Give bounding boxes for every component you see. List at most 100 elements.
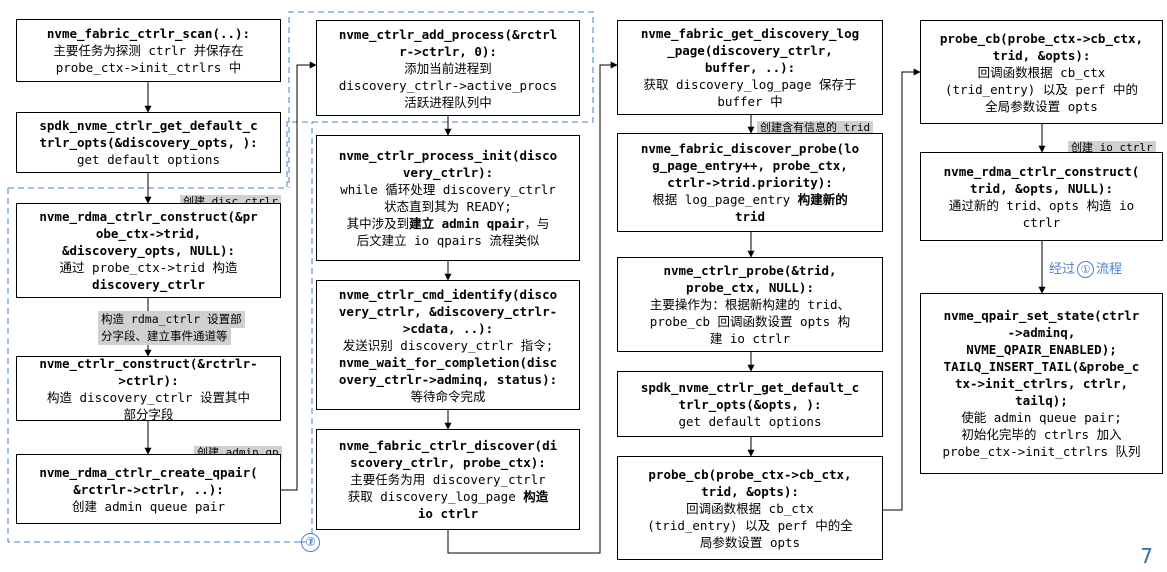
box-text: 全局参数设置 opts: [985, 98, 1098, 114]
box-text: get default options: [678, 413, 822, 429]
box-text: nvme_rdma_ctrlr_construct(: [943, 163, 1140, 179]
box-line: tx->init_ctrlrs, ctrlr,: [927, 375, 1156, 392]
box-text: while 循环处理 discovery_ctrlr: [340, 182, 556, 197]
box-line: nvme_fabric_ctrlr_scan(..):: [23, 25, 274, 42]
box-line: 添加当前进程到: [323, 60, 573, 77]
box-text: ctrlr->trid.priority):: [667, 175, 833, 190]
box-line: >ctrlr):: [23, 372, 274, 389]
box-fabric-ctrlr-scan: nvme_fabric_ctrlr_scan(..):主要任务为探测 ctrlr…: [16, 19, 281, 82]
box-text: 部分字段: [123, 406, 174, 421]
box-line: g_page_entry++, probe_ctx,: [624, 157, 876, 174]
box-line: 回调函数根据 cb_ctx: [927, 64, 1156, 81]
box-line: 部分字段: [23, 406, 274, 421]
box-line: nvme_fabric_get_discovery_log: [624, 25, 876, 42]
box-text: very_ctrlr, &discovery_ctrlr-: [338, 303, 558, 319]
box-line: 通过 probe_ctx->trid 构造: [23, 259, 274, 276]
box-ctrlr-construct: nvme_ctrlr_construct(&rctrlr->ctrlr):构造 …: [16, 356, 281, 421]
box-line: probe_cb(probe_ctx->cb_ctx,: [624, 466, 876, 483]
box-line: buffer 中: [624, 93, 876, 110]
box-line: 建 io ctrlr: [624, 330, 876, 347]
box-line: NVME_QPAIR_ENABLED);: [927, 341, 1156, 358]
box-text: >ctrlr):: [118, 372, 179, 388]
box-line: trid: [624, 208, 876, 225]
box-text: nvme_fabric_get_discovery_log: [640, 26, 860, 41]
tag-create-io-ctrlr: 创建 io_ctrlr: [1068, 141, 1156, 154]
page-number: 7: [1140, 544, 1153, 568]
box-text: 局参数设置 opts: [699, 534, 801, 550]
box-line: overy_ctrlr->adminq, status):: [323, 371, 573, 388]
box-line: 使能 admin queue pair;: [927, 409, 1156, 426]
tag-rdma-fields-line-1: 构造 rdma_ctrlr 设置部: [98, 311, 245, 328]
box-line: 主要操作为：根据新构建的 trid、: [624, 296, 876, 313]
box-probe-cb-1: probe_cb(probe_ctx->cb_ctx,trid, &opts):…: [617, 456, 883, 560]
box-line: >cdata, ..):: [323, 320, 573, 337]
box-line: ->adminq,: [927, 324, 1156, 341]
box-text: overy_ctrlr->adminq, status):: [338, 371, 558, 387]
box-line: discovery_ctrlr->active_procs: [323, 77, 573, 94]
box-text: >cdata, ..):: [402, 320, 494, 336]
box-text: spdk_nvme_ctrlr_get_default_c: [640, 379, 860, 395]
box-text: ctrlr: [1022, 214, 1061, 230]
box-text: trlr_opts(&discovery_opts, ):: [39, 135, 258, 150]
box-text: 建 io ctrlr: [709, 331, 791, 346]
box-line: (trid_entry) 以及 perf 中的: [927, 81, 1156, 98]
box-text: probe_cb 回调函数设置 opts 构: [649, 314, 851, 329]
box-line: trid, &opts, NULL):: [927, 180, 1156, 197]
box-line: probe_ctx->init_ctrlrs 中: [23, 59, 274, 76]
box-text: TAILQ_INSERT_TAIL(&probe_c: [943, 359, 1140, 374]
box-line: buffer, ..):: [624, 59, 876, 76]
box-text: probe_ctx->init_ctrlrs 队列: [942, 444, 1141, 459]
box-text: &rctrlr->ctrlr, ..):: [73, 481, 224, 497]
box-text: 根据 log_page_entry: [652, 192, 798, 207]
box-text: 主要操作为：根据新构建的 trid、: [649, 297, 851, 312]
box-line: nvme_wait_for_completion(disc: [323, 354, 573, 371]
box-text: scovery_ctrlr, probe_ctx):: [350, 455, 546, 470]
box-line: r->ctrlr, 0):: [323, 43, 573, 60]
box-line: 局参数设置 opts: [624, 534, 876, 551]
box-line: 通过新的 trid、opts 构造 io: [927, 197, 1156, 214]
box-text: 通过新的 trid、opts 构造 io: [948, 197, 1135, 213]
box-line: 创建 admin queue pair: [23, 498, 274, 515]
box-probe-cb-2: probe_cb(probe_ctx->cb_ctx,trid, &opts):…: [920, 20, 1163, 124]
box-line: get default options: [624, 413, 876, 430]
box-line: probe_ctx->init_ctrlrs 队列: [927, 443, 1156, 460]
box-line: nvme_ctrlr_process_init(disco: [323, 147, 573, 164]
box-text: buffer, ..):: [704, 60, 796, 75]
box-text: discovery_ctrlr: [92, 277, 205, 292]
box-line: nvme_fabric_discover_probe(lo: [624, 140, 876, 157]
box-text: nvme_ctrlr_construct(&rctrlr-: [39, 356, 258, 371]
box-line: ctrlr: [927, 214, 1156, 231]
box-line: ctrlr->trid.priority):: [624, 174, 876, 191]
box-line: trid, &opts):: [624, 483, 876, 500]
flow-label-prefix: 经过: [1049, 262, 1076, 277]
box-text: ，与: [524, 216, 550, 231]
box-line: obe_ctx->trid,: [23, 225, 274, 242]
box-text: 建立 admin qpair: [409, 216, 525, 231]
box-ctrlr-probe: nvme_ctrlr_probe(&trid,probe_ctx, NULL):…: [617, 257, 883, 352]
box-text: NVME_QPAIR_ENABLED);: [966, 342, 1117, 357]
box-line: 回调函数根据 cb_ctx: [624, 500, 876, 517]
box-text: probe_ctx, NULL):: [686, 280, 814, 295]
box-line: 状态直到其为 READY;: [323, 198, 573, 215]
box-line: 主要任务为探测 ctrlr 并保存在: [23, 42, 274, 59]
box-get-discovery-log-page: nvme_fabric_get_discovery_log_page(disco…: [617, 20, 883, 115]
box-line: very_ctrlr, &discovery_ctrlr-: [323, 303, 573, 320]
box-line: io ctrlr: [323, 505, 573, 522]
box-line: very_ctrlr):: [323, 164, 573, 181]
box-text: tx->init_ctrlrs, ctrlr,: [954, 376, 1129, 391]
box-line: 初始化完毕的 ctrlrs 加入: [927, 426, 1156, 443]
box-text: probe_cb(probe_ctx->cb_ctx,: [939, 30, 1144, 46]
box-line: scovery_ctrlr, probe_ctx):: [323, 454, 573, 471]
tag-create-trid: 创建含有信息的 trid: [757, 121, 874, 134]
box-rdma-ctrlr-construct-2: nvme_rdma_ctrlr_construct(trid, &opts, N…: [920, 152, 1163, 241]
box-text: g_page_entry++, probe_ctx,: [652, 158, 848, 173]
box-text: 发送识别 discovery_ctrlr 指令;: [342, 337, 554, 353]
box-text: 构造: [523, 489, 549, 504]
box-line: probe_ctx, NULL):: [624, 279, 876, 296]
box-qpair-set-state: nvme_qpair_set_state(ctrlr->adminq,NVME_…: [920, 293, 1163, 474]
box-line: nvme_qpair_set_state(ctrlr: [927, 307, 1156, 324]
